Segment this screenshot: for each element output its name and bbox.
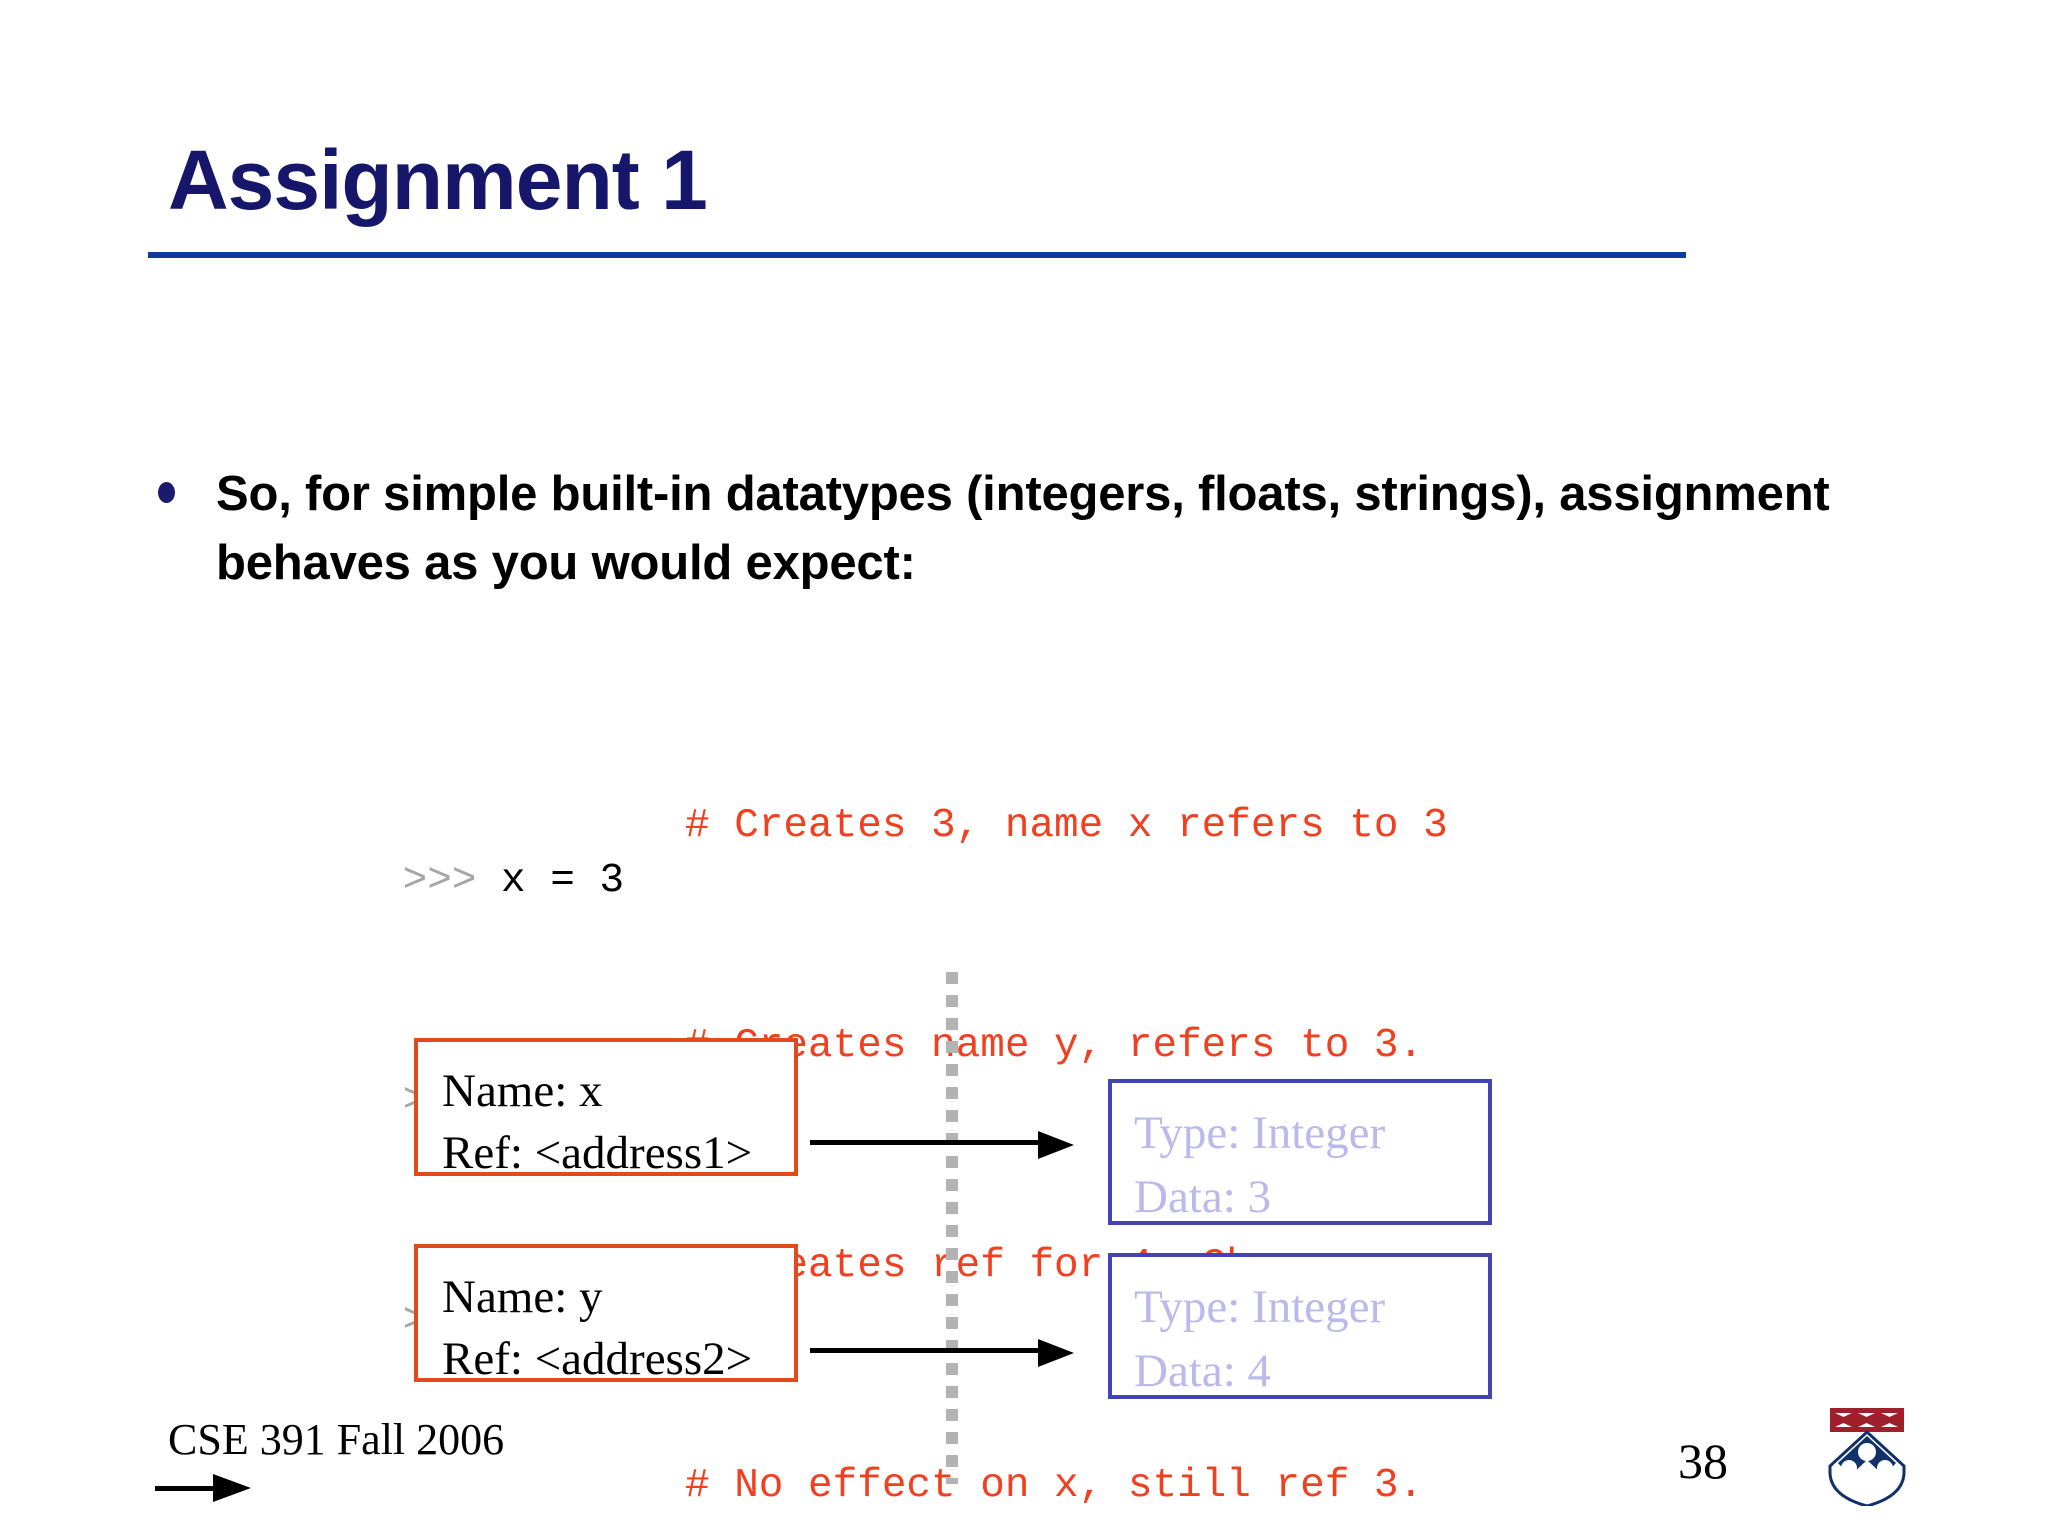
- page-title: Assignment 1: [168, 133, 708, 227]
- python-prompt: >>>: [402, 1298, 502, 1344]
- university-shield-logo-icon: [1824, 1406, 1910, 1508]
- value-box-line2: Data: 3: [1134, 1171, 1272, 1223]
- python-prompt: >>>: [402, 858, 502, 904]
- code-comment: # Creates 3, name x refers to 3: [685, 803, 1448, 849]
- bullet-item: So, for simple built-in datatypes (integ…: [158, 460, 1918, 598]
- page-number: 38: [1678, 1433, 1728, 1489]
- bullet-text: So, for simple built-in datatypes (integ…: [216, 467, 1830, 590]
- code-listing: >>> x = 3 # Creates 3, name x refers to …: [155, 634, 1448, 1536]
- code-comment: # Creates name y, refers to 3.: [685, 1023, 1424, 1069]
- bullet-marker-icon: [158, 460, 216, 508]
- title-underline-rule: [148, 252, 1686, 258]
- python-prompt: >>>: [402, 1078, 502, 1124]
- code-line: >>> y = 4 # Creates ref for 4. Changes y…: [255, 1239, 1448, 1344]
- footer-course-label: CSE 391 Fall 2006: [168, 1415, 505, 1464]
- code-comment: # No effect on x, still ref 3.: [685, 1463, 1424, 1509]
- code-comment: # Creates ref for 4. Changes y.: [685, 1243, 1448, 1289]
- code-line: >>> x = 3 # Creates 3, name x refers to …: [255, 799, 1448, 904]
- value-box-line1: Type: Integer: [1134, 1107, 1386, 1159]
- pointer-arrow-icon: [155, 1474, 251, 1502]
- code-text: y = x: [501, 1078, 625, 1124]
- ref-arrow-x-to-3: [810, 1131, 1076, 1159]
- code-line-highlighted: >>> print x # No effect on x, still ref …: [155, 1459, 1423, 1514]
- ref-arrow-y-to-4: [810, 1339, 1076, 1367]
- value-box-line2: Data: 4: [1134, 1345, 1272, 1397]
- code-text: y = 4: [501, 1298, 625, 1344]
- value-box: Type: Integer Data: 3: [1108, 1079, 1492, 1225]
- code-line: >>> y = x # Creates name y, refers to 3.: [255, 1019, 1424, 1124]
- code-text: x = 3: [501, 858, 625, 904]
